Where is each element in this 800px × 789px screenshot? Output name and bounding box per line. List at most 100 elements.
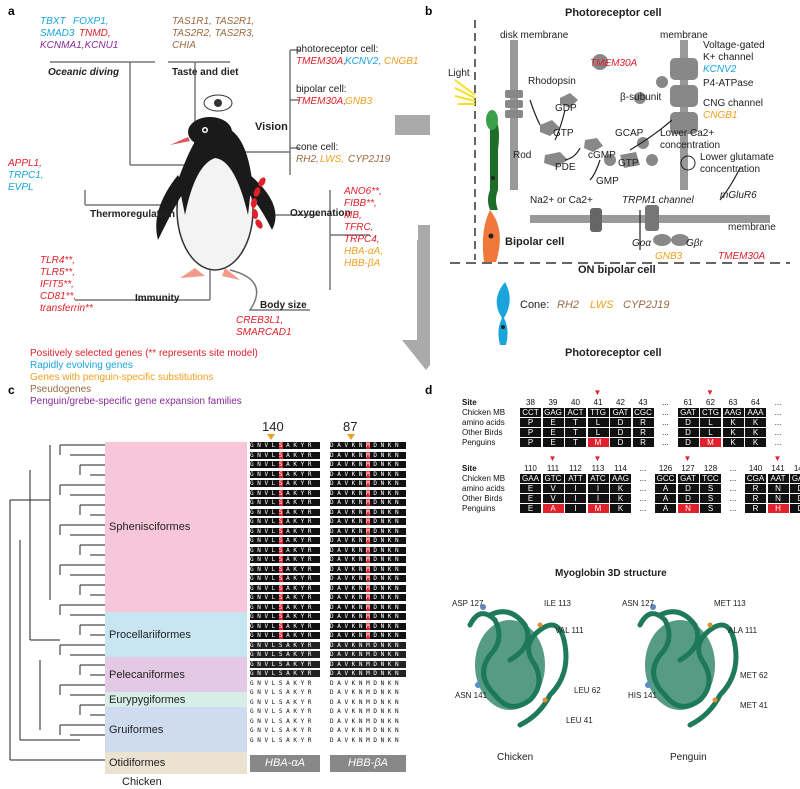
d-cell: ATC (588, 474, 609, 483)
alignment-row: G N V L S A K Y R (250, 699, 320, 706)
arrow-down-icon: ▼ (684, 454, 692, 463)
panel-label-c: c (8, 383, 15, 397)
alignment-row: D A V K N M D N K N (330, 452, 406, 459)
d-cell: CTG (700, 408, 721, 417)
label-photoreceptor: photoreceptor cell: (296, 44, 378, 55)
b-gbeta: Gβr (686, 238, 703, 249)
d-cell: 39 (543, 398, 564, 407)
d-cell: 141 (768, 464, 789, 473)
d-cell: A (655, 484, 676, 493)
alignment-row: G N V L S A K Y R (250, 537, 320, 544)
d-cell: D (790, 504, 800, 513)
d-cell: S (700, 484, 721, 493)
alignment-row: D A V K N M D N K N (330, 699, 406, 706)
d-cell: 113 (588, 464, 609, 473)
gene-trpc4: TRPC4, (344, 234, 380, 245)
b-cone-lws: LWS (590, 300, 613, 311)
gene-kcnv2: KCNV2, (345, 56, 381, 67)
arrow-down-icon: ▼ (594, 388, 602, 397)
d-cell: ... (723, 504, 744, 513)
alignment-row: D A V K N M D N K N (330, 461, 406, 468)
d-cell: K (610, 484, 631, 493)
alignment-row: G N V L S A K Y R (250, 461, 320, 468)
clade-eurypygiformes: Eurypygiformes (105, 692, 247, 707)
alignment-row: D A V K N M D N K N (330, 670, 406, 677)
b-trpm1: TRPM1 channel (622, 195, 694, 206)
d-cell: ... (633, 474, 654, 483)
label-oxygenation: Oxygenation (290, 208, 351, 219)
d-cell: T (565, 428, 586, 437)
gene-chia: CHIA (172, 40, 196, 51)
alignment-row: G N V L S A K Y R (250, 585, 320, 592)
d-cell: V (543, 494, 564, 503)
d-cell: I (588, 494, 609, 503)
gene-cyp2j19: CYP2J19 (348, 154, 390, 165)
d-cell: R (633, 428, 654, 437)
d-cell: D (610, 438, 631, 447)
gene-tlr4: TLR4**, (40, 255, 75, 266)
alignment-row: D A V K N M D N K N (330, 651, 406, 658)
alignment-row: G N V L S A K Y R (250, 490, 320, 497)
label-vision: Vision (255, 122, 288, 133)
alignment-row: D A V K N M D N K N (330, 471, 406, 478)
d-cell: E (543, 438, 564, 447)
legend-item: Pseudogenes (30, 384, 91, 395)
pen-ala111: ALA 111 (728, 625, 757, 636)
label-thermoregulation: Thermoregulation (90, 209, 175, 220)
d-cell: ... (723, 464, 744, 473)
gene-tmem30a-2: TMEM30A, (296, 96, 346, 107)
alignment-row: G N V L S A K Y R (250, 651, 320, 658)
chk-leu41: LEU 41 (566, 715, 593, 726)
alignment-hba: G N V L S A K Y R G N V L S A K Y R G N … (250, 442, 320, 752)
d-cell: D (678, 418, 699, 427)
b-cone-rh2: RH2 (557, 300, 579, 311)
d-cell: I (565, 504, 586, 513)
alignment-row: D A V K N M D N K N (330, 537, 406, 544)
d-cell: K (723, 438, 744, 447)
d-row-label: amino acids (462, 484, 505, 493)
d-row-label: Other Birds (462, 494, 502, 503)
alignment-row: D A V K N M D N K N (330, 632, 406, 639)
d-cell: 112 (565, 464, 586, 473)
d-cell: A (655, 504, 676, 513)
pen-met62: MET 62 (740, 670, 768, 681)
pen-his141: HIS 141 (628, 690, 657, 701)
d-cell: ... (633, 464, 654, 473)
d-cell: GTC (543, 474, 564, 483)
b-bipolar-cell: Bipolar cell (505, 237, 564, 248)
alignment-row: G N V L S A K Y R (250, 737, 320, 744)
alignment-row: D A V K N M D N K N (330, 490, 406, 497)
d-cell: AAG (610, 474, 631, 483)
eye-icon (204, 95, 232, 111)
d-cell: K (745, 438, 766, 447)
b-beta-subunit: β-subunit (620, 92, 661, 103)
d-cell: D (678, 438, 699, 447)
b-gtp2: GTP (618, 158, 639, 169)
alignment-row: G N V L S A K Y R (250, 575, 320, 582)
chk-asn141: ASN 141 (455, 690, 487, 701)
alignment-row: D A V K N M D N K N (330, 547, 406, 554)
alignment-row: D A V K N M D N K N (330, 575, 406, 582)
d-cell: CGA (745, 474, 766, 483)
b-gmp: GMP (596, 176, 619, 187)
label-taste-diet: Taste and diet (172, 67, 239, 78)
gene-appl1: APPL1, (8, 158, 42, 169)
alignment-row: G N V L S A K Y R (250, 452, 320, 459)
alignment-row: G N V L S A K Y R (250, 661, 320, 668)
gene-rh2: RH2, (296, 154, 319, 165)
chk-ile113: ILE 113 (544, 598, 571, 609)
struct-title: Myoglobin 3D structure (555, 568, 667, 579)
alignment-row: D A V K N M D N K N (330, 642, 406, 649)
d-cell: K (745, 428, 766, 437)
d-cell: R (745, 504, 766, 513)
alignment-row: D A V K N M D N K N (330, 556, 406, 563)
d-cell: 42 (610, 398, 631, 407)
d-cell: R (745, 484, 766, 493)
d-cell: P (520, 438, 541, 447)
label-bipolar: bipolar cell: (296, 84, 347, 95)
d-cell: GAC (790, 474, 800, 483)
gene-tlr5: TLR5**, (40, 267, 75, 278)
d-cell: A (655, 494, 676, 503)
gene-tbxt: TBXT (40, 16, 66, 27)
gene-tnmd: TNMD, (79, 28, 111, 39)
